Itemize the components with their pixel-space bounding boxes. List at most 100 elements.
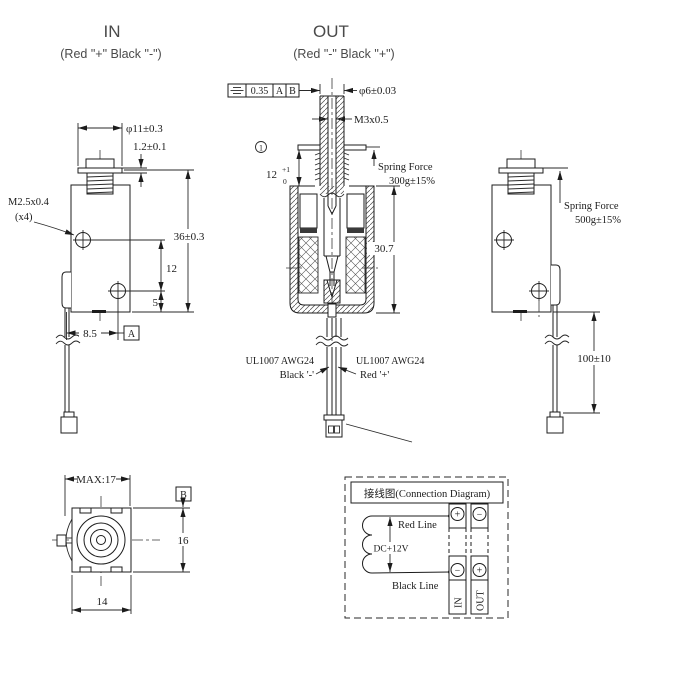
lead-wire-left <box>55 271 81 434</box>
feature-control-frame: 0.35 A B <box>227 83 300 98</box>
in-terminal-strip: + − IN <box>448 503 467 615</box>
in-top-polarity: + <box>455 510 461 521</box>
spring-force-label: Spring Force <box>564 201 619 212</box>
bobbin-section-left <box>299 193 318 229</box>
in-bottom-terminal-icon <box>450 563 465 577</box>
bushing-circle-inner <box>90 529 112 551</box>
voltage-label: DC+12V <box>374 545 409 555</box>
wire-right-polarity: Red '+' <box>360 370 389 381</box>
wire-break-mark <box>544 334 570 340</box>
symmetry-symbol-icon <box>230 87 244 94</box>
dim-flange-dia: φ11±0.3 <box>126 123 163 135</box>
dim-shaft-thread: M3x0.5 <box>354 114 389 126</box>
black-line-label: Black Line <box>392 581 439 592</box>
thread-lines <box>507 175 535 194</box>
dim-body-width: 14 <box>97 596 109 608</box>
wire-break-mark <box>315 341 349 347</box>
dim-bg <box>172 533 194 546</box>
bushing-top <box>85 158 115 169</box>
connector-pin-slot <box>334 425 340 434</box>
right-side-view: Spring Force 500g±15% 100±10 <box>491 150 621 434</box>
balloon-1-number: 1 <box>259 144 263 153</box>
wire-right-spec: UL1007 AWG24 <box>356 356 424 367</box>
tap-qty-label: (x4) <box>15 212 33 223</box>
solenoid-body <box>491 184 552 313</box>
dim-bg <box>77 472 116 485</box>
connector-leader <box>345 423 413 443</box>
dim-stroke-upper-tol: +1 <box>282 165 290 174</box>
connector-neck <box>549 411 561 418</box>
fcf-datum-2: B <box>289 86 296 97</box>
wire-break-mark <box>55 340 81 346</box>
in-top-terminal-icon <box>450 507 465 521</box>
out-terminal-strip: − + OUT <box>470 503 489 615</box>
spring-force-value: 500g±15% <box>575 215 621 226</box>
edge-notch <box>79 507 92 514</box>
plunger-flange-right <box>343 144 367 151</box>
coil-symbol <box>362 515 373 574</box>
black-wire-line <box>371 571 451 574</box>
dim-side-height: 16 <box>178 535 190 547</box>
wire-break-mark <box>55 334 81 340</box>
bottom-boss <box>327 303 337 318</box>
bushing-circle-outer <box>76 515 126 565</box>
mounting-holes <box>73 230 128 301</box>
dim-max-width: MAX:17 <box>76 474 116 486</box>
dim-wire-offset: 8.5 <box>83 328 97 340</box>
in-terminal-label: IN <box>454 597 465 608</box>
diagram-title-box <box>350 481 504 504</box>
datum-a-label: A <box>128 329 136 340</box>
mounting-holes <box>494 230 549 317</box>
diagram-title: 接线图(Connection Diagram) <box>364 487 491 500</box>
in-bottom-polarity: − <box>455 566 461 577</box>
lead-wire-right <box>544 264 570 434</box>
plunger-cone <box>324 255 340 286</box>
wire-left-polarity: Black '-' <box>280 370 315 381</box>
dim-bg <box>367 242 401 255</box>
bobbin-section-right <box>346 193 365 229</box>
out-terminal-label: OUT <box>476 590 487 611</box>
view-headers: IN (Red "+" Black "-") OUT (Red "-" Blac… <box>60 22 394 61</box>
connector-pin-slot <box>328 425 334 434</box>
edge-notch <box>110 566 123 573</box>
out-view-title: OUT <box>313 22 349 41</box>
out-top-terminal-icon <box>472 507 487 521</box>
dim-case-height: 30.7 <box>374 243 394 255</box>
plunger-shaft <box>297 95 367 216</box>
out-top-polarity: − <box>477 510 483 521</box>
connection-diagram: 接线图(Connection Diagram) DC+12V Red Line … <box>344 476 509 619</box>
dim-bg <box>79 327 101 339</box>
out-view-subtitle: (Red "-" Black "+") <box>293 47 394 61</box>
connector-housing <box>60 416 78 434</box>
plunger-flange-left <box>297 144 321 151</box>
edge-notch <box>79 566 92 573</box>
pole-piece <box>323 279 341 304</box>
thread-lines <box>86 175 114 194</box>
solenoid-body <box>70 184 131 313</box>
dim-stroke: 12 <box>266 169 277 181</box>
dim-bg <box>374 542 408 554</box>
connector-neck <box>63 411 75 418</box>
dim-hole-pitch: 12 <box>166 263 177 275</box>
solenoid-case-section <box>286 185 378 318</box>
dim-hole-to-bottom: 5 <box>153 297 159 309</box>
tap-thread-label: M2.5x0.4 <box>8 197 50 208</box>
drill-point <box>327 205 337 216</box>
bottom-view: MAX:17 B 16 14 <box>52 472 194 614</box>
wire-boot <box>551 264 561 306</box>
spring-force-value: 300g±15% <box>389 176 435 187</box>
fcf-datum-1: A <box>276 86 284 97</box>
case-inner-outline <box>297 185 367 306</box>
in-view-title: IN <box>104 22 121 41</box>
dim-lead-length: 100±10 <box>577 353 611 365</box>
tap-leader <box>33 221 75 236</box>
dim-shaft-dia: φ6±0.03 <box>359 85 397 97</box>
connector-housing <box>546 416 564 434</box>
out-bottom-polarity: + <box>477 566 483 577</box>
wire-boot <box>61 271 71 309</box>
datum-a-box <box>123 325 140 341</box>
diagram-border <box>344 476 509 619</box>
flange <box>498 167 544 174</box>
